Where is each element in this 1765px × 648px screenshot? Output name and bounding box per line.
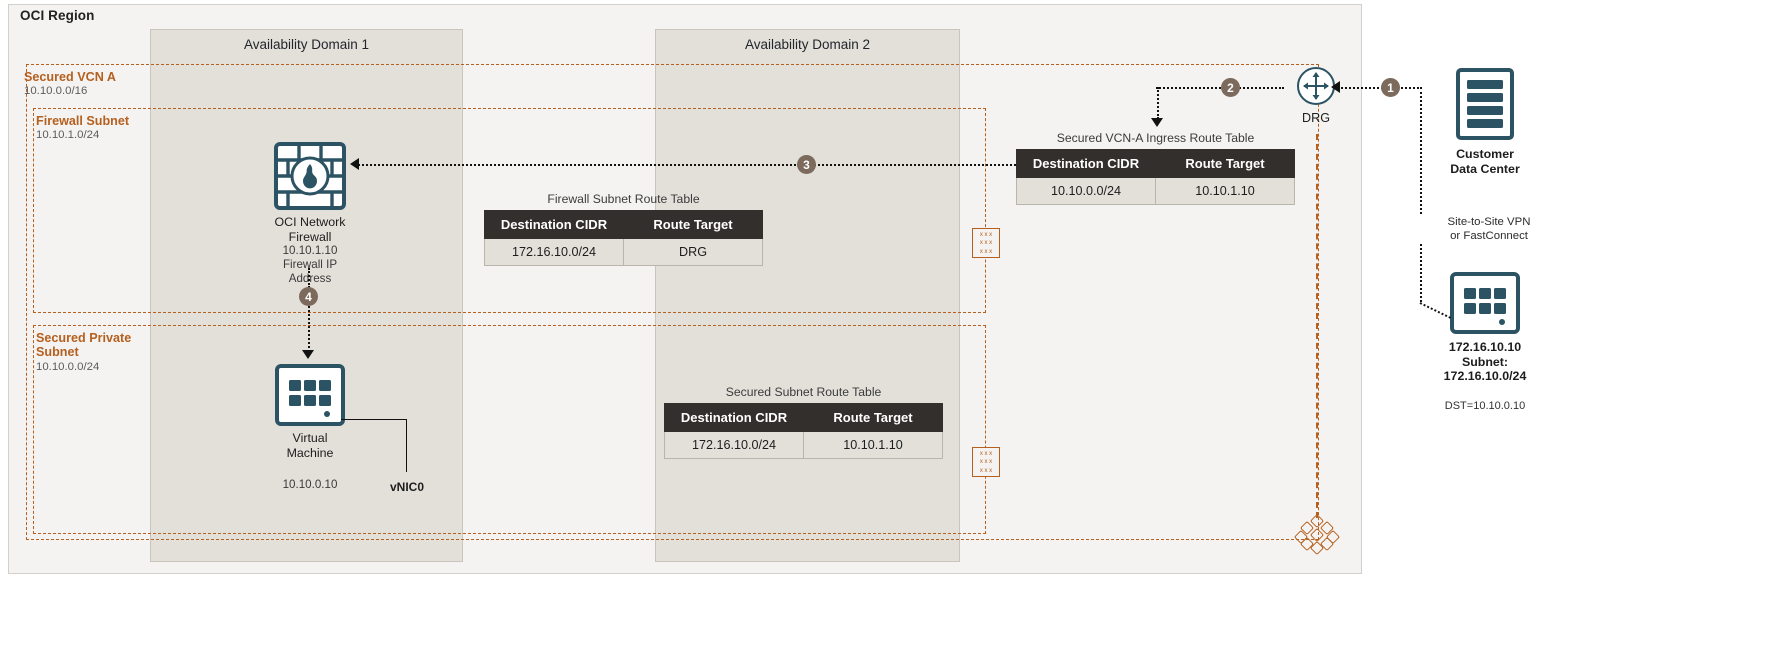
step-badge-1: 1 xyxy=(1381,78,1400,97)
step-badge-4: 4 xyxy=(299,287,318,306)
on-prem-subnet-node: 172.16.10.10 Subnet: 172.16.10.0/24 xyxy=(1422,272,1548,384)
availability-domain-2: Availability Domain 2 xyxy=(655,29,960,562)
table-header: Destination CIDR xyxy=(1016,149,1156,178)
on-prem-host-icon xyxy=(1450,272,1520,334)
step3-arrowhead xyxy=(350,158,359,170)
vcn-attachment-hex-cluster xyxy=(1293,513,1341,556)
secured-subnet-route-table: Secured Subnet Route Table Destination C… xyxy=(664,385,943,459)
table-header: Route Target xyxy=(1155,149,1295,178)
oci-network-firewall-ip-caption: Firewall IP Address xyxy=(282,257,338,285)
virtual-machine-node: Virtual Machine 10.10.0.10 xyxy=(248,364,372,492)
table-cell: 172.16.10.0/24 xyxy=(484,238,624,266)
firewall-subnet-cidr: 10.10.1.0/24 xyxy=(36,129,100,142)
secured-vcn-a-name: Secured VCN A xyxy=(24,70,116,84)
on-prem-ip: 172.16.10.10 xyxy=(1448,340,1522,354)
virtual-machine-ip: 10.10.0.10 xyxy=(282,478,338,492)
secured-private-subnet-label: Secured Private Subnet 10.10.0.0/24 xyxy=(36,331,131,375)
table-header: Route Target xyxy=(623,210,763,239)
virtual-machine-icon xyxy=(275,364,345,426)
secured-vcn-a-cidr: 10.10.0.0/16 xyxy=(24,85,88,98)
drg-vcn-attachment-line xyxy=(1316,134,1318,518)
step4-connector-upper xyxy=(308,268,310,288)
vpn-connection-label: Site-to-Site VPN or FastConnect xyxy=(1394,215,1584,244)
table-cell: 10.10.1.10 xyxy=(1155,177,1295,205)
step4-connector-lower xyxy=(308,306,310,352)
vcn-ingress-route-table-caption: Secured VCN-A Ingress Route Table xyxy=(1056,131,1255,145)
customer-data-center-node: Customer Data Center xyxy=(1424,68,1546,176)
firewall-subnet-label: Firewall Subnet 10.10.1.0/24 xyxy=(36,114,129,143)
vnic0-label: vNIC0 xyxy=(389,480,424,494)
dst-label: DST=10.10.0.10 xyxy=(1412,400,1558,414)
drg-node: DRG xyxy=(1285,66,1347,126)
table-cell: 10.10.0.0/24 xyxy=(1016,177,1156,205)
table-header: Route Target xyxy=(803,403,943,432)
firewall-brick-flame-icon xyxy=(274,142,346,210)
firewall-subnet-boundary xyxy=(33,108,986,313)
vpn-arrowhead xyxy=(1331,81,1340,93)
secured-private-subnet-boundary xyxy=(33,325,986,534)
oci-region-title: OCI Region xyxy=(20,8,95,23)
vpn-connector-horizontal xyxy=(1338,87,1422,89)
step2-connector-horizontal xyxy=(1156,87,1284,89)
firewall-subnet-route-table: Firewall Subnet Route Table Destination … xyxy=(484,192,763,266)
secured-vcn-a-label: Secured VCN A 10.10.0.0/16 xyxy=(24,70,116,99)
table-cell: DRG xyxy=(623,238,763,266)
table-header: Destination CIDR xyxy=(484,210,624,239)
secured-vcn-a-boundary xyxy=(26,64,1319,540)
vpn-connector-vertical xyxy=(1420,87,1422,302)
table-row: 10.10.0.0/24 10.10.1.10 xyxy=(1016,177,1295,205)
table-row: 172.16.10.0/24 10.10.1.10 xyxy=(664,431,943,459)
availability-domain-2-title: Availability Domain 2 xyxy=(744,37,871,52)
availability-domain-1-title: Availability Domain 1 xyxy=(243,37,370,52)
secured-private-subnet-cidr: 10.10.0.0/24 xyxy=(36,360,100,373)
oci-network-firewall-ip: 10.10.1.10 xyxy=(282,244,338,258)
step2-connector-vertical xyxy=(1157,87,1159,119)
step2-arrowhead xyxy=(1151,118,1163,127)
vnic-leader-vertical xyxy=(406,419,407,472)
table-row: 172.16.10.0/24 DRG xyxy=(484,238,763,266)
step3-connector xyxy=(358,164,1016,166)
firewall-subnet-route-table-caption: Firewall Subnet Route Table xyxy=(547,192,700,206)
firewall-subnet-name: Firewall Subnet xyxy=(36,114,130,128)
virtual-machine-label: Virtual Machine xyxy=(286,431,334,460)
on-prem-subnet-label: Subnet: 172.16.10.0/24 xyxy=(1443,354,1527,384)
drg-icon xyxy=(1297,67,1335,105)
table-cell: 10.10.1.10 xyxy=(803,431,943,459)
customer-data-center-label: Customer Data Center xyxy=(1450,147,1520,176)
vnic-leader-horizontal xyxy=(341,419,407,420)
vcn-ingress-route-table: Secured VCN-A Ingress Route Table Destin… xyxy=(1016,131,1295,205)
table-cell: 172.16.10.0/24 xyxy=(664,431,804,459)
oci-network-firewall-label: OCI Network Firewall xyxy=(274,215,346,244)
step-badge-2: 2 xyxy=(1221,78,1240,97)
secured-private-subnet-name: Secured Private Subnet xyxy=(36,331,132,360)
drg-label: DRG xyxy=(1302,111,1330,125)
secured-subnet-route-table-caption: Secured Subnet Route Table xyxy=(725,385,882,399)
server-rack-icon xyxy=(1456,68,1514,140)
table-header: Destination CIDR xyxy=(664,403,804,432)
step-badge-3: 3 xyxy=(797,155,816,174)
step4-arrowhead xyxy=(302,350,314,359)
oci-network-firewall-node: OCI Network Firewall 10.10.1.10 Firewall… xyxy=(246,142,374,285)
